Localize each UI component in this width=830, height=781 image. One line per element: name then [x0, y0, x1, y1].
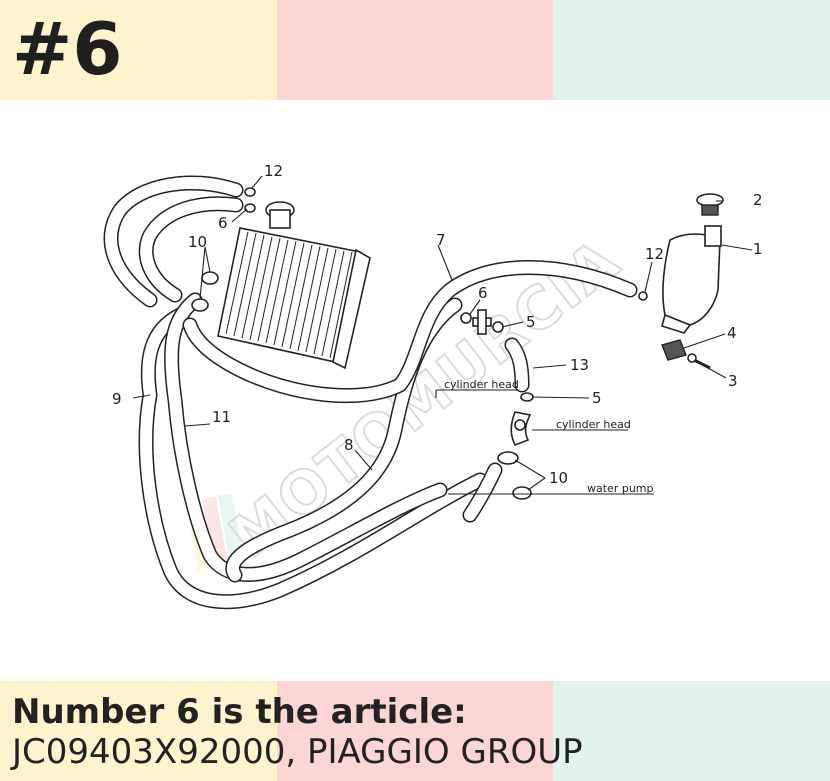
caption-article-code: JC09403X92000, PIAGGIO GROUP: [12, 732, 583, 772]
callout-10-right: 10: [549, 469, 568, 487]
callout-5-upper: 5: [526, 313, 536, 331]
thermostat-elbow: [510, 411, 532, 447]
bracket: [661, 339, 687, 361]
callout-8: 8: [344, 436, 354, 454]
callout-9: 9: [112, 390, 122, 408]
callout-3: 3: [728, 372, 738, 390]
callout-1: 1: [753, 240, 763, 258]
screw: [687, 353, 711, 370]
label-cylinder-head-lower: cylinder head: [556, 418, 631, 431]
tank-cap: [696, 193, 724, 216]
label-cylinder-head-upper: cylinder head: [444, 378, 519, 391]
callout-2: 2: [753, 191, 763, 209]
radiator: [217, 201, 371, 370]
bottom-color-band: [0, 681, 830, 781]
callout-10-left: 10: [188, 233, 207, 251]
leader-lines: [132, 175, 753, 495]
callout-11: 11: [212, 408, 231, 426]
callout-12-right: 12: [645, 245, 664, 263]
hoses: [103, 175, 638, 610]
caption-heading: Number 6 is the article:: [12, 692, 467, 732]
callout-5-lower: 5: [592, 389, 602, 407]
callout-13: 13: [570, 356, 589, 374]
label-water-pump: water pump: [587, 482, 654, 495]
callout-6-mid: 6: [478, 284, 488, 302]
callout-12-top: 12: [264, 162, 283, 180]
callout-numbers: 12 6 10 2 1 12 7 6 5 4 13 3 5 9 11 8 10: [112, 162, 763, 487]
clamps: [191, 187, 648, 500]
t-connector: [472, 309, 492, 335]
expansion-tank: [661, 225, 722, 334]
location-labels: cylinder head cylinder head water pump: [444, 378, 654, 495]
cooling-system-diagram: MOTOMURCIA: [103, 162, 763, 610]
item-number-badge: #6: [12, 7, 123, 91]
callout-4: 4: [727, 324, 737, 342]
callout-6-top: 6: [218, 214, 228, 232]
top-color-band: [0, 0, 830, 100]
callout-7: 7: [436, 231, 446, 249]
